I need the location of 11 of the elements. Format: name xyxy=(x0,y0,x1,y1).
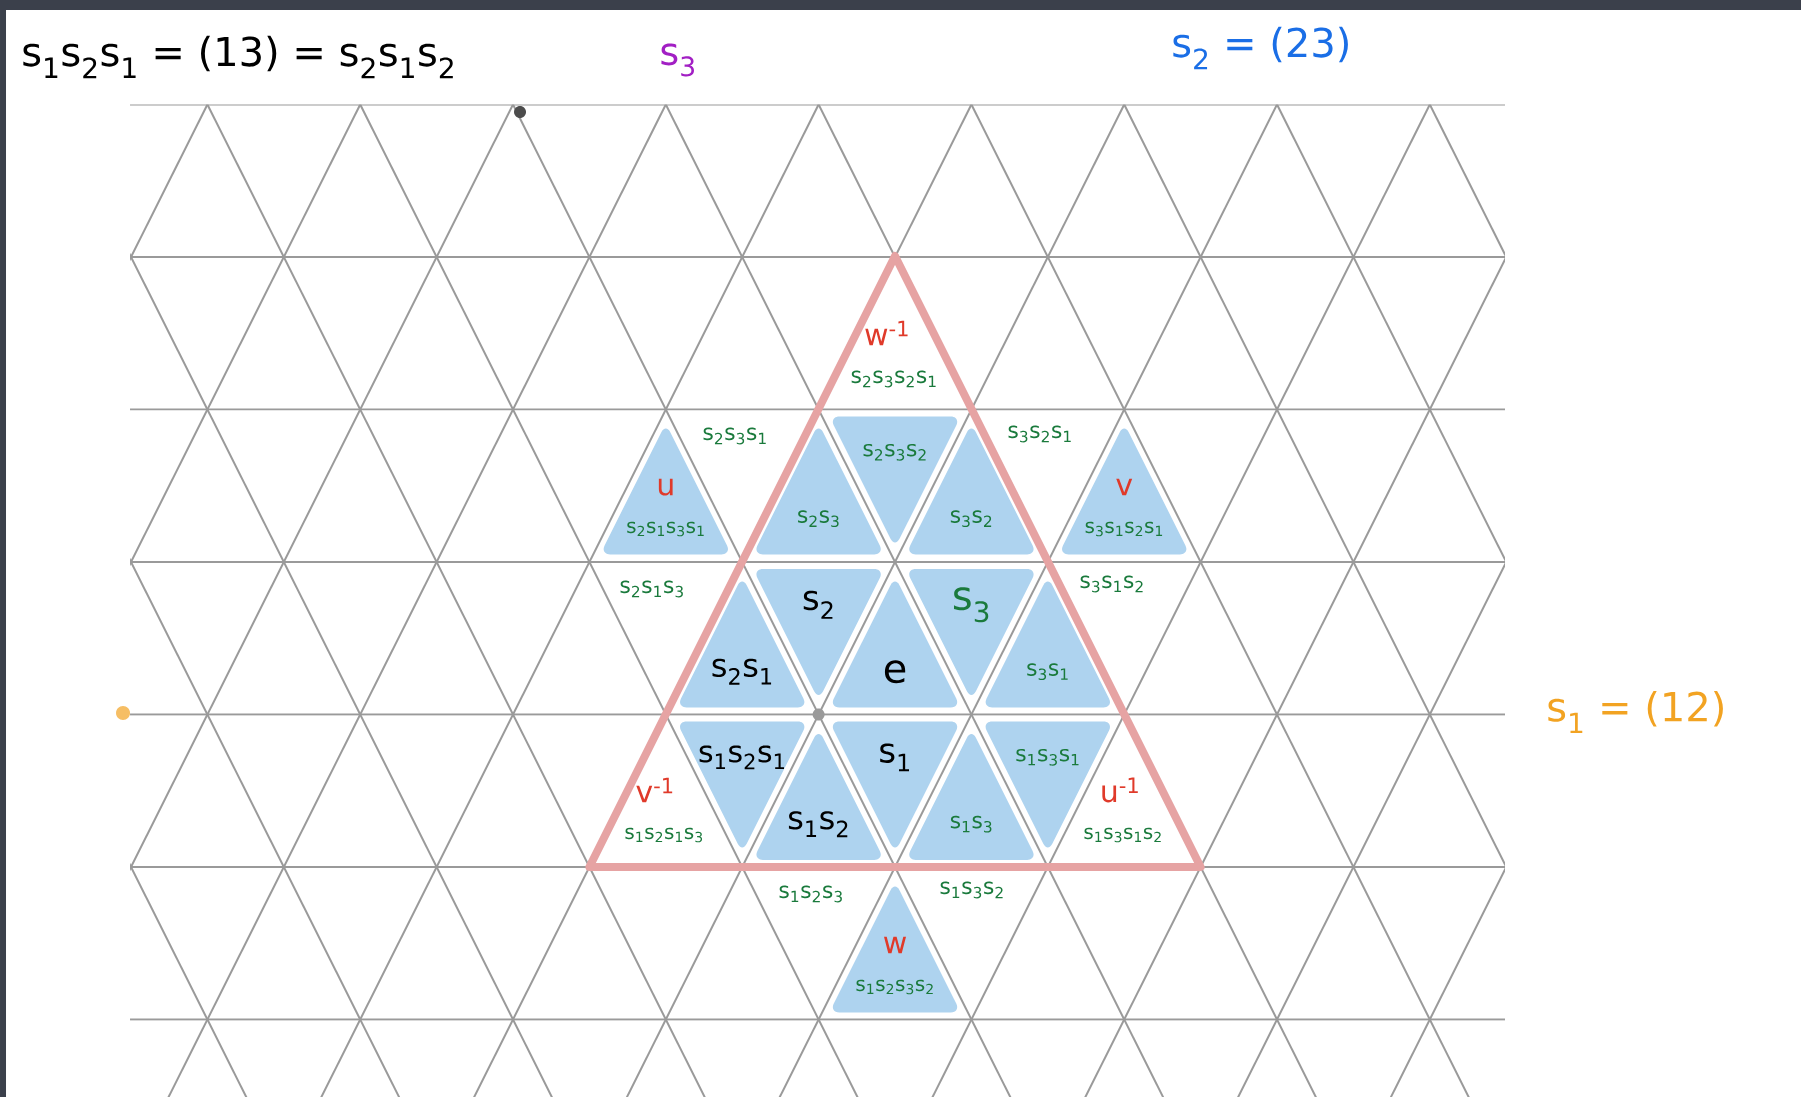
node-label: s$_{1}$ xyxy=(880,743,909,772)
math-label: s$_{1}$s$_{2}$s$_{1}$ = (13) = s$_{2}$s$_{1}$s$_{2}$ xyxy=(23,35,453,79)
math-label: s$_{1}$ = (12) xyxy=(1548,690,1723,734)
math-label: s$_{2}$ = (23) xyxy=(1173,26,1348,70)
math-label: w$^{-1}$ xyxy=(865,320,908,346)
node-label: s$_{2}$ xyxy=(803,590,833,619)
math-label: v$^{-1}$ xyxy=(636,777,673,803)
math-label: s$_{2}$s$_{3}$s$_{2}$s$_{1}$ xyxy=(851,370,936,388)
math-label: s$_{2}$s$_{1}$s$_{3}$ xyxy=(620,580,683,598)
math-label: s$_{3}$ xyxy=(661,43,694,77)
node-label: e xyxy=(884,660,906,684)
